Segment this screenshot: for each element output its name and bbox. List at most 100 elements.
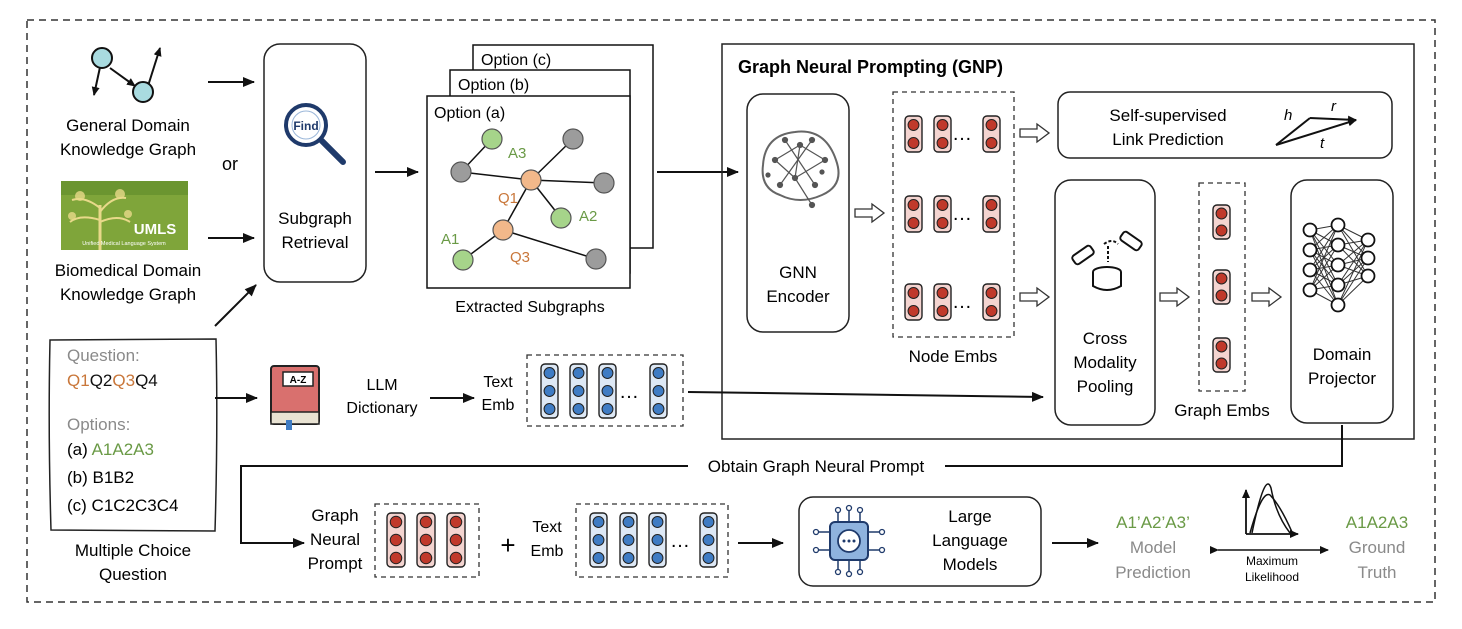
gnp-prompt-box	[374, 503, 480, 578]
node-label-a3: A3	[508, 145, 526, 162]
nn-neuron	[1330, 217, 1346, 233]
embedding-dot	[572, 385, 585, 397]
embedding-dot	[651, 552, 664, 564]
subgraph-option-a: A3 Q1 A2 A1 Q3	[441, 128, 615, 271]
link-prediction-label-2: Link Prediction	[1112, 130, 1224, 149]
embedding-dot	[601, 385, 614, 397]
embedding-dot	[543, 385, 556, 397]
pooling-label-1: Cross	[1083, 329, 1127, 348]
arrow	[214, 284, 257, 327]
dictionary-book-icon: A-Z	[270, 365, 320, 430]
nn-edge	[1337, 257, 1369, 306]
embedding-dot	[1215, 357, 1228, 370]
ellipsis: …	[952, 291, 972, 313]
brain-network-icon	[761, 130, 840, 209]
option-b-label: Option (b)	[458, 77, 529, 94]
embedding-dot	[543, 367, 556, 379]
nn-neuron	[1330, 297, 1346, 313]
find-magnifier-icon: Find	[284, 103, 346, 165]
question-token: Q1	[67, 371, 90, 390]
embedding-dot	[936, 287, 949, 299]
text-emb-1: …	[540, 363, 668, 419]
nn-edge	[1337, 239, 1369, 286]
gnp-prompt-label-2: Neural	[310, 530, 360, 549]
kg-node	[132, 81, 154, 103]
graph-node	[593, 172, 615, 194]
nn-edge	[1309, 224, 1339, 271]
embedding-dot	[389, 551, 403, 565]
embedding-dot	[572, 403, 585, 415]
embedding-dot	[419, 515, 433, 529]
retrieval-label-2: Retrieval	[281, 233, 348, 252]
hollow-arrow	[1251, 286, 1283, 308]
embedding-dot	[1215, 224, 1228, 237]
embedding-dot	[651, 534, 664, 546]
extracted-subgraphs-caption: Extracted Subgraphs	[455, 299, 604, 316]
graph-node	[585, 248, 607, 270]
text-emb-2-label-2: Emb	[531, 543, 564, 560]
pooling-label-2: Modality	[1073, 353, 1137, 372]
text-emb-2-box	[575, 503, 729, 578]
embedding-dot	[622, 534, 635, 546]
graph-node-q3	[492, 219, 514, 241]
embedding-dot	[652, 367, 665, 379]
projector-label-1: Domain	[1313, 345, 1372, 364]
graph-node-a3	[481, 128, 503, 150]
text-emb-2-label-1: Text	[532, 519, 562, 536]
embedding-dot	[1215, 272, 1228, 285]
graph-embs	[1212, 204, 1231, 373]
max-likelihood-label-1: Maximum	[1246, 554, 1298, 568]
node-embs: ………	[904, 115, 1001, 321]
llm-label-2: Language	[932, 531, 1008, 550]
gnp-prompt-label-3: Prompt	[308, 554, 363, 573]
text-emb-2: …	[589, 512, 718, 568]
text-emb-1-label-1: Text	[483, 374, 513, 391]
pooling-label-3: Pooling	[1077, 377, 1134, 396]
nn-neuron	[1330, 257, 1346, 273]
gnp-title: Graph Neural Prompting (GNP)	[738, 57, 1003, 77]
question-label: Question:	[67, 346, 140, 365]
ellipsis: …	[619, 381, 639, 403]
option-c-label: Option (c)	[481, 52, 551, 69]
embedding-dot	[652, 385, 665, 397]
kg-node	[91, 47, 113, 69]
option-a-text: (a) A1A2A3	[67, 440, 154, 459]
embedding-dot	[907, 119, 920, 131]
llm-chip-icon	[812, 504, 886, 578]
embedding-dot	[592, 516, 605, 528]
mcq-caption-2: Question	[99, 565, 167, 584]
or-label: or	[222, 154, 238, 174]
node-label-a2: A2	[579, 208, 597, 225]
symbol-r: r	[1331, 98, 1337, 115]
nn-edge	[1337, 224, 1369, 277]
retrieval-label-1: Subgraph	[278, 209, 352, 228]
umls-tagline: Unified Medical Language System	[82, 241, 166, 247]
nn-neuron	[1330, 277, 1346, 293]
nn-neuron	[1330, 237, 1346, 253]
node-embs-box	[892, 91, 1015, 338]
return-line	[945, 425, 1343, 467]
symbol-h: h	[1284, 107, 1292, 124]
graph-node-q1	[520, 169, 542, 191]
embedding-dot	[985, 287, 998, 299]
embedding-dot	[936, 199, 949, 211]
hollow-arrow	[1019, 286, 1051, 308]
embedding-dot	[601, 367, 614, 379]
prediction-label-2: Prediction	[1115, 563, 1191, 582]
prediction-value: A1’A2’A3’	[1116, 513, 1190, 532]
link-vector-icon: h r t	[1275, 98, 1357, 152]
embedding-dot	[985, 305, 998, 317]
embedding-dot	[702, 516, 715, 528]
truth-label-1: Ground	[1349, 538, 1406, 557]
nn-edge	[1337, 239, 1369, 306]
likelihood-curves-icon	[1242, 483, 1299, 538]
mcq-caption-1: Multiple Choice	[75, 541, 191, 560]
mcq-box	[48, 338, 218, 532]
option-c-text: (c) C1C2C3C4	[67, 496, 178, 515]
embedding-dot	[907, 287, 920, 299]
embedding-dot	[572, 367, 585, 379]
umls-logo: UMLS Unified Medical Language System	[61, 181, 188, 250]
embedding-dot	[985, 119, 998, 131]
nn-neuron	[1302, 282, 1318, 298]
